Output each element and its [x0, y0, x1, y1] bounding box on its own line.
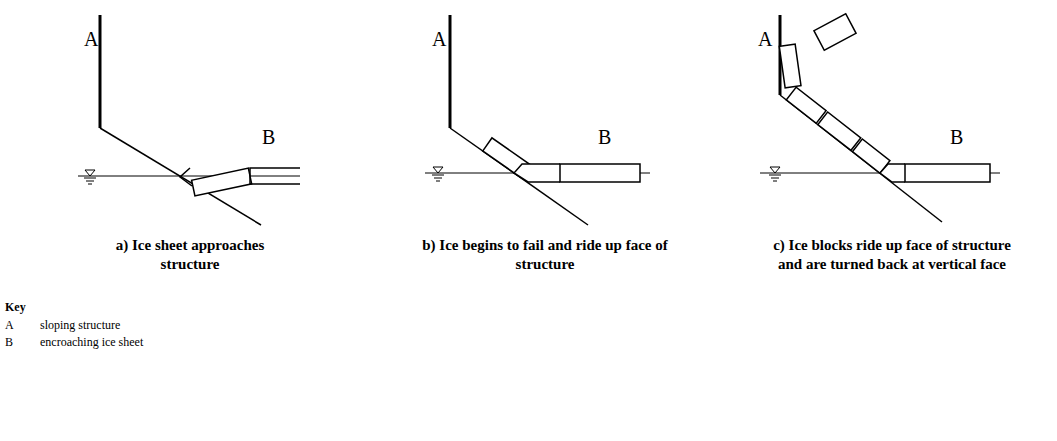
part-letter: A: [432, 28, 446, 50]
label-text: Key: [5, 300, 26, 314]
key-letter: A: [5, 318, 14, 333]
ice-wedge: [880, 164, 905, 182]
label-text: B: [262, 126, 275, 148]
riding-blocks: [786, 87, 890, 173]
part-letter: A: [758, 28, 772, 50]
part-letter: A: [84, 28, 98, 50]
ice-sheet: [250, 168, 300, 184]
part-letter: B: [262, 126, 275, 148]
label-text: A: [758, 28, 772, 50]
panel-caption: b) Ice begins to fail and ride up face o…: [420, 236, 670, 274]
part-letter: B: [598, 126, 611, 148]
key-text: encroaching ice sheet: [40, 335, 143, 350]
label-text: b) Ice begins to fail and ride up face o…: [422, 237, 667, 272]
tumbling-block: [814, 14, 856, 50]
panel-b: [425, 15, 650, 225]
panel-caption: a) Ice sheet approaches structure: [90, 236, 290, 274]
label-text: B: [5, 335, 13, 349]
label-text: B: [950, 126, 963, 148]
ice-wedge: [514, 164, 560, 182]
bending-ice: [192, 168, 252, 196]
turned-block: [779, 44, 801, 88]
panel-c: [760, 14, 1000, 222]
vertical-face: [99, 15, 102, 128]
key-letter: B: [5, 335, 13, 350]
label-text: A: [432, 28, 446, 50]
label-text: encroaching ice sheet: [40, 335, 143, 349]
label-text: B: [598, 126, 611, 148]
ice-sheet: [905, 164, 990, 182]
key-heading: Key: [5, 300, 26, 315]
panel-caption: c) Ice blocks ride up face of structure …: [772, 236, 1012, 274]
ice-wedge: [180, 168, 192, 186]
vertical-face: [449, 15, 452, 128]
part-letter: B: [950, 126, 963, 148]
ice-sheet: [560, 164, 640, 182]
key-text: sloping structure: [40, 318, 120, 333]
label-text: c) Ice blocks ride up face of structure …: [773, 237, 1011, 272]
water-line: [78, 176, 300, 177]
label-text: a) Ice sheet approaches structure: [116, 237, 264, 272]
label-text: A: [84, 28, 98, 50]
label-text: A: [5, 318, 14, 332]
panel-a: [78, 15, 300, 225]
label-text: sloping structure: [40, 318, 120, 332]
